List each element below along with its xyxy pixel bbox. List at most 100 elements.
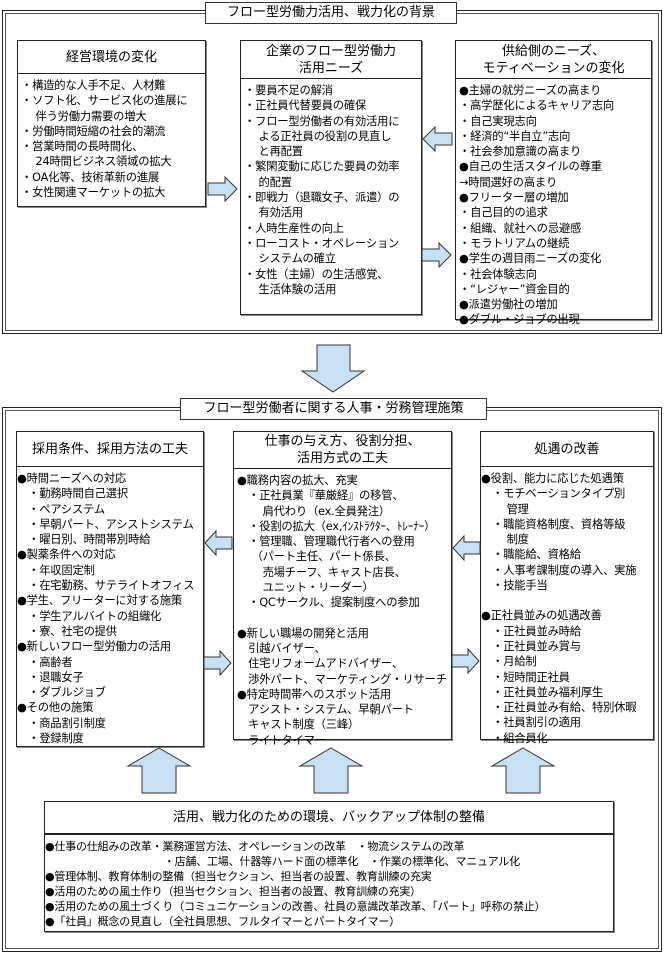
box-body: ・要員不足の解消・正社員代替要員の確保・フロー型労働者の有効活用に よる正社員の… (241, 79, 421, 297)
list-item: ・高学歴化によるキャリア志向 (459, 99, 615, 113)
right-arrow-icon (207, 176, 238, 202)
box-body: ●主婦の就労ニーズの高まり・高学歴化によるキャリア志向・自己実現志向・経済的“半… (456, 79, 651, 328)
box-header: 企業のフロー型労働力 活用ニーズ (241, 41, 421, 79)
box-body: ●時間ニーズへの対応 ・勤務時間自己選択 ・ペアシステム ・早朝パート、アシスト… (17, 467, 203, 746)
left-arrow-icon (452, 535, 481, 561)
box-header: 活用、戦力化のための環境、バックアップ体制の整備 (45, 802, 613, 835)
left-arrow-icon (204, 530, 233, 556)
list-item: ●製薬条件への対応 (17, 548, 116, 562)
box-header: 仕事の与え方、役割分担、 活用方式の工夫 (234, 432, 451, 469)
list-item: ・繁閑変動に応じた要員の効率 (244, 160, 400, 174)
list-item: アシスト・システム、早朝パート (237, 703, 414, 717)
list-item: ●役割、能力に応じた処遇策 (481, 472, 624, 485)
list-item: ・技能手当 (481, 579, 548, 593)
list-item: （パート主任、パート係長、 (237, 550, 396, 564)
list-item: ・年収固定制 (17, 563, 95, 577)
list-item: 引越バイザー、 (237, 641, 326, 655)
list-item: 伴う労働力需要の増大 (21, 109, 147, 123)
list-item: ・“レジャー”資金目的 (459, 282, 570, 296)
list-item: ・正社員並み有給、特別休暇 (481, 701, 637, 715)
up-arrow-icon (298, 747, 364, 794)
list-item: 有効活用 (244, 206, 303, 220)
list-item: ・ソフト化、サービス化の進展に (21, 94, 188, 108)
list-item: ●学生、フリーターに対する施策 (17, 594, 183, 608)
list-item: ・営業時間の長時間化、 (21, 140, 144, 154)
list-item (237, 611, 451, 626)
list-item: 的配置 (244, 175, 292, 189)
list-item: ・ダブルジョブ (17, 686, 106, 700)
box-backup-system: 活用、戦力化のための環境、バックアップ体制の整備 ●仕事の仕組みの改革・業務運営… (44, 801, 614, 932)
list-item: ・QCサークル、提案制度への参加 (237, 596, 420, 610)
list-item: ・曜日別、時間帯別時給 (17, 533, 151, 547)
box-header: 処遇の改善 (481, 432, 653, 467)
list-item: ・人事考課制度の導入、実施 (481, 563, 637, 577)
list-item: ・社会参加意識の高まり (459, 145, 582, 159)
list-item: ・月給制 (481, 655, 537, 669)
list-item: ・フロー型労働者の有効活用に (244, 114, 400, 128)
box-body: ●仕事の仕組みの改革・業務運営方法、オペレーションの改革 ・物流システムの改革 … (45, 835, 613, 929)
list-item: ・商品割引制度 (17, 716, 106, 730)
box-business-environment: 経営環境の変化 ・構造的な人手不足、人材難・ソフト化、サービス化の進展に 伴う労… (17, 40, 206, 207)
list-item: ・退職女子 (17, 670, 84, 684)
list-item: ●派遣労働社の増加 (459, 298, 558, 312)
list-item: ・組織、就社への忌避感 (459, 221, 582, 235)
list-item: ・人時生産性の向上 (244, 221, 344, 235)
list-item: ・正社員並み福利厚生 (481, 685, 604, 699)
list-item: ・高齢者 (17, 655, 73, 669)
list-item: ・即戦力（退職女子、派遣）の (244, 191, 400, 205)
box-treatment: 処遇の改善 ●役割、能力に応じた処遇策 ・モチベーションタイプ別 管理 ・職能資… (480, 431, 654, 745)
list-item: ●活用のための風土づくり（コミュニケーションの改善、社員の意識改革改革、「パート… (45, 900, 546, 913)
left-arrow-icon (422, 126, 453, 152)
list-item: ●正社員並みの処遇改善 (481, 609, 602, 623)
list-item: ●活用のための風土作り（担当セクション、担当者の設置、教育訓練の充実） (45, 885, 421, 898)
list-item: ●主婦の就労ニーズの高まり (459, 84, 602, 97)
list-item: →時間選好の高まり (459, 175, 558, 189)
list-item: と再配置 (244, 145, 303, 159)
list-item: ・自己目的の追求 (459, 206, 548, 220)
box-recruitment: 採用条件、採用方法の工夫 ●時間ニーズへの対応 ・勤務時間自己選択 ・ペアシステ… (16, 431, 204, 747)
list-item: ・寮、社宅の提供 (17, 624, 117, 638)
box-job-assignment: 仕事の与え方、役割分担、 活用方式の工夫 ●職務内容の拡大、充実 ・正社員業『華… (233, 431, 452, 747)
list-item: ●その他の施策 (17, 701, 94, 715)
list-item: ●職務内容の拡大、充実 (237, 474, 358, 487)
right-arrow-icon (421, 242, 452, 268)
list-item: ●新しい職場の開発と活用 (237, 626, 369, 640)
list-item: ●管理体制、教育体制の整備（担当セクション、担当者の設置、教育訓練の充実 (45, 870, 432, 883)
background-title: フロー型労働力活用、戦力化の背景 (205, 2, 457, 24)
list-item: ユニット・リーダー） (237, 581, 374, 595)
list-item: 生活体験の活用 (244, 282, 337, 296)
box-body: ●職務内容の拡大、充実 ・正社員業『華厳経』の移管、 肩代わり（ex.全員発注）… (234, 469, 451, 748)
list-item: 24時間ビジネス領域の拡大 (21, 155, 172, 169)
list-item: ・社会体験志向 (459, 267, 537, 281)
down-arrow-icon (300, 344, 366, 393)
list-item: ライトタイマー (237, 733, 326, 747)
box-header: 採用条件、採用方法の工夫 (17, 432, 203, 467)
list-item: ・学生アルバイトの組織化 (17, 609, 162, 623)
list-item: ●仕事の仕組みの改革・業務運営方法、オペレーションの改革 ・物流システムの改革 (45, 840, 465, 853)
list-item: 売場チーフ、キャスト店長、 (237, 565, 406, 579)
list-item: ・短時間正社員 (481, 670, 570, 684)
list-item: ・勤務時間自己選択 (17, 487, 128, 501)
list-item: ・経済的“半自立”志向 (459, 129, 571, 143)
policies-title: フロー型労働者に関する人事・労務管理施策 (180, 398, 487, 420)
list-item: ●学生の週目雨ニーズの変化 (459, 252, 602, 266)
right-arrow-icon (451, 648, 480, 674)
box-supply-side-needs: 供給側のニーズ、 モティベーションの変化 ●主婦の就労ニーズの高まり・高学歴化に… (455, 40, 652, 326)
list-item: ・社員割引の適用 (481, 716, 581, 730)
right-arrow-icon (203, 650, 232, 676)
list-item: ●新しいフロー型労働力の活用 (17, 640, 171, 654)
list-item: 住宅リフォームアドバイザー、 (237, 657, 404, 671)
list-item: ・組合員化 (481, 731, 548, 745)
list-item: ・管理職、管理職代行者への登用 (237, 535, 415, 549)
list-item: ・正社員業『華厳経』の移管、 (237, 489, 404, 503)
list-item: ・ペアシステム (17, 502, 105, 516)
list-item: ・要員不足の解消 (244, 84, 333, 97)
list-item: ・早朝パート、アシストシステム (17, 517, 194, 531)
list-item: ・正社員代替要員の確保 (244, 99, 367, 113)
list-item: ・正社員並み賞与 (481, 639, 581, 653)
list-item: ・正社員並み時給 (481, 624, 581, 638)
list-item: ・自己実現志向 (459, 114, 537, 128)
list-item: ●フリーター層の増加 (459, 191, 569, 205)
list-item: ・モラトリアムの継続 (459, 236, 570, 250)
